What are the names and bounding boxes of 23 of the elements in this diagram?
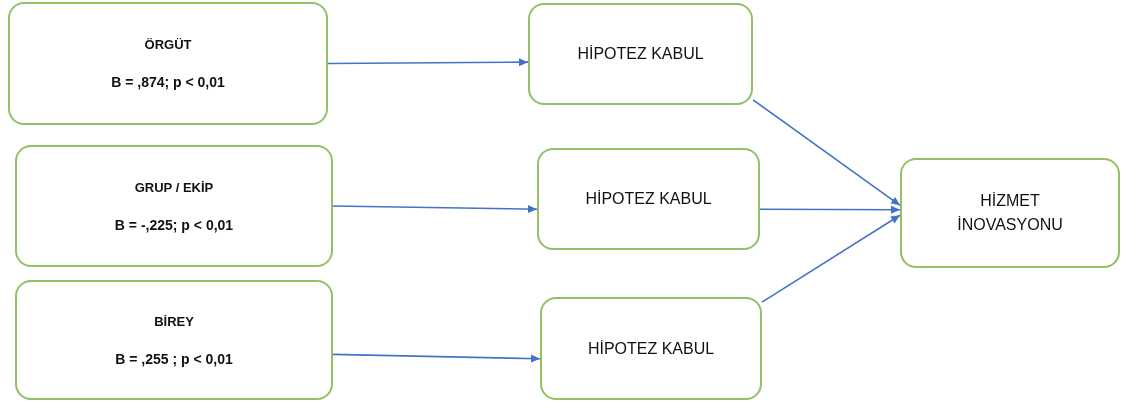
statistic-text: B = ,874; p < 0,01 <box>111 74 225 90</box>
result-box <box>540 297 762 400</box>
arrow <box>332 205 538 214</box>
statistic-text: B = -,225; p < 0,01 <box>114 216 234 233</box>
node-label: HİPOTEZ KABUL <box>576 44 705 64</box>
statistic-text: B = ,255 ; p < 0,01 <box>115 350 233 367</box>
node-label: HİPOTEZ KABUL <box>584 189 713 209</box>
result-box <box>900 158 1120 268</box>
factor-box <box>8 2 328 125</box>
node-label: HİZMET İNOVASYONU <box>956 191 1064 235</box>
node-label: HİPOTEZ KABUL <box>586 338 716 359</box>
result-box <box>537 148 760 250</box>
arrow <box>759 205 901 214</box>
arrow <box>761 214 901 303</box>
arrow <box>752 99 901 207</box>
factor-box <box>15 145 333 267</box>
arrow <box>332 353 541 363</box>
arrow <box>327 58 529 67</box>
factor-title: BİREY <box>154 313 194 329</box>
factor-title: ÖRGÜT <box>144 37 192 52</box>
result-box <box>528 3 753 105</box>
factor-title: GRUP / EKİP <box>134 179 214 195</box>
factor-box <box>15 280 333 400</box>
